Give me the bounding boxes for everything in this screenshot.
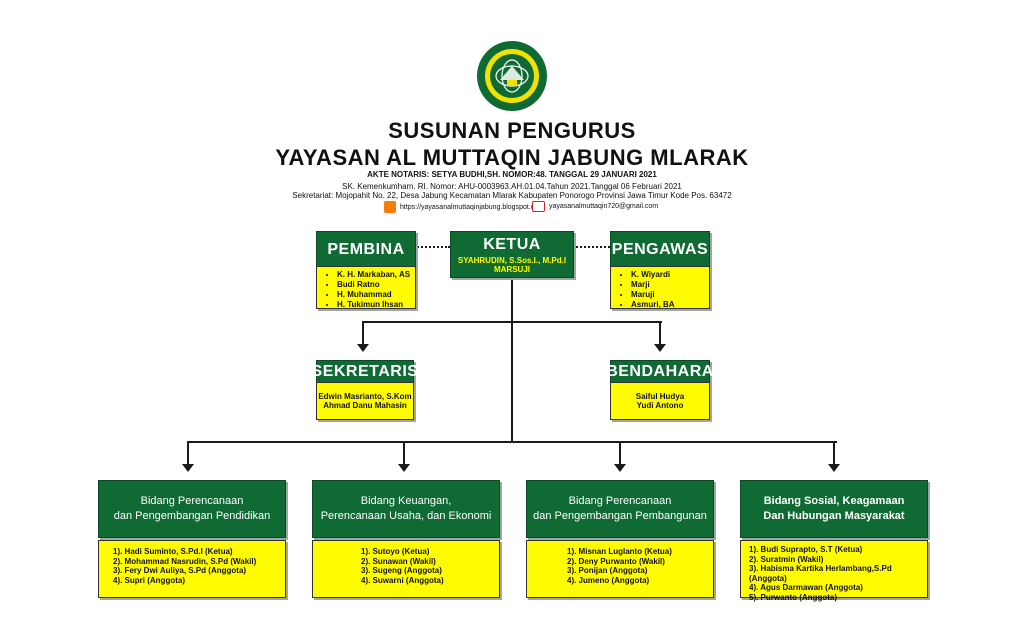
ketua-title: KETUA (483, 235, 541, 253)
pengawas-header: PENGAWAS (610, 231, 710, 268)
bidang-2-header: Bidang Keuangan, Perencanaan Usaha, dan … (312, 480, 500, 538)
bidang-2-title-2: Perencanaan Usaha, dan Ekonomi (320, 510, 492, 522)
list-item: Budi Ratno (337, 280, 415, 290)
list-item: Ahmad Danu Mahasin (323, 401, 407, 410)
arrow-bidang-3 (614, 464, 626, 472)
sekretaris-header: SEKRETARIS (312, 360, 418, 384)
bidang-1-members: 1). Hadi Suminto, S.Pd.I (Ketua) 2). Moh… (98, 540, 286, 598)
connector-to-bendahara (659, 321, 661, 345)
list-item: 3). Habisma Kartika Herlambang,S.Pd (Ang… (749, 564, 892, 583)
bendahara-members: Saiful Hudya Yudi Antono (610, 382, 710, 420)
sekretaris-members: Edwin Masrianto, S.Kom Ahmad Danu Mahasi… (316, 382, 414, 420)
connector-to-bidang-3 (619, 441, 621, 465)
connector-ketua-pengawas (572, 246, 610, 248)
list-item: Maruji (631, 290, 709, 300)
connector-to-bidang-1 (187, 441, 189, 465)
foundation-logo (477, 41, 547, 111)
list-item: Marji (631, 280, 709, 290)
list-item: 2). Suratmin (Wakil) (749, 554, 824, 564)
pembina-header: PEMBINA (316, 231, 416, 268)
sekretariat-address: Sekretariat: Mojopahit No. 22, Desa Jabu… (292, 191, 732, 200)
pengawas-members: K. Wiyardi Marji Maruji Asmuri, BA (610, 266, 710, 309)
arrow-bidang-2 (398, 464, 410, 472)
bidang-3-title-1: Bidang Perencanaan (568, 495, 672, 507)
list-item: K. Wiyardi (631, 270, 709, 280)
blog-url[interactable]: https://yayasanalmuttaqinjabung.blogspot… (400, 203, 544, 211)
pembina-title: PEMBINA (327, 240, 405, 258)
list-item: H. Muhammad (337, 290, 415, 300)
connector-to-bidang-2 (403, 441, 405, 465)
pengawas-title: PENGAWAS (611, 240, 709, 258)
ketua-name-2: MARSUJI (493, 264, 530, 274)
bidang-2-title-1: Bidang Keuangan, (360, 495, 452, 507)
email-contact: yayasanalmuttaqin720@gmail.com (532, 201, 658, 212)
pembina-members: K. H. Markaban, AS Budi Ratno H. Muhamma… (316, 266, 416, 309)
bendahara-header: BENDAHARA (606, 360, 713, 384)
list-item: Yudi Antono (636, 401, 684, 410)
list-item: 3). Fery Dwi Auliya, S.Pd (Anggota) (113, 566, 247, 575)
list-item: 1). Hadi Suminto, S.Pd.I (Ketua) (113, 547, 233, 556)
arrow-bendahara (654, 344, 666, 352)
blog-contact: https://yayasanalmuttaqinjabung.blogspot… (384, 201, 544, 213)
list-item: 2). Sunawan (Wakil) (361, 556, 436, 566)
list-item: 4). Jumeno (Anggota) (567, 575, 650, 585)
list-item: 2). Deny Purwanto (Wakil) (567, 556, 665, 566)
bidang-3-header: Bidang Perencanaan dan Pengembangan Pemb… (526, 480, 714, 538)
connector-main-vertical (511, 276, 513, 442)
ketua-name-1: SYAHRUDIN, S.Sos.I., M.Pd.I (457, 255, 567, 265)
connector-pembina-ketua (414, 246, 450, 248)
bidang-1-title-2: dan Pengembangan Pendidikan (113, 510, 271, 522)
bidang-4-title-1: Bidang Sosial, Keagamaan (763, 495, 905, 507)
connector-upper-horizontal (362, 321, 662, 323)
list-item: 5). Purwanto (Anggota) (749, 592, 837, 602)
arrow-bidang-4 (828, 464, 840, 472)
bidang-4-title-2: Dan Hubungan Masyarakat (763, 510, 905, 522)
list-item: 1). Misnan Luglanto (Ketua) (567, 547, 672, 556)
bidang-2-members: 1). Sutoyo (Ketua) 2). Sunawan (Wakil) 3… (312, 540, 500, 598)
bendahara-title: BENDAHARA (606, 363, 714, 380)
bidang-4-members: 1). Budi Suprapto, S.T (Ketua) 2). Surat… (740, 540, 928, 602)
arrow-bidang-1 (182, 464, 194, 472)
email-address[interactable]: yayasanalmuttaqin720@gmail.com (549, 203, 659, 210)
bidang-1-header: Bidang Perencanaan dan Pengembangan Pend… (98, 480, 286, 538)
bidang-3-members: 1). Misnan Luglanto (Ketua) 2). Deny Pur… (526, 540, 714, 598)
page-title: SUSUNAN PENGURUS (388, 118, 636, 143)
list-item: Edwin Masrianto, S.Kom (318, 392, 412, 401)
bidang-4-header: Bidang Sosial, Keagamaan Dan Hubungan Ma… (740, 480, 928, 538)
list-item: 4). Agus Darmawan (Anggota) (749, 583, 863, 592)
list-item: 3). Sugeng (Anggota) (361, 566, 442, 575)
list-item: 4). Suwarni (Anggota) (361, 575, 444, 585)
ketua-box: KETUA SYAHRUDIN, S.Sos.I., M.Pd.I MARSUJ… (450, 231, 574, 278)
bidang-3-title-2: dan Pengembangan Pembangunan (533, 510, 707, 522)
akte-notaris: AKTE NOTARIS: SETYA BUDHI,SH. NOMOR:48. … (367, 170, 657, 179)
arrow-sekretaris (357, 344, 369, 352)
list-item: 3). Ponijan (Anggota) (567, 566, 648, 575)
list-item: H. Tukimun Ihsan (337, 300, 415, 310)
list-item: Saiful Hudya (635, 392, 685, 401)
organization-title: YAYASAN AL MUTTAQIN JABUNG MLARAK (275, 145, 749, 170)
list-item: 1). Budi Suprapto, S.T (Ketua) (749, 545, 863, 554)
sk-kemenkumham: SK. Kemenkumham. RI. Nomor: AHU-0003963.… (342, 182, 682, 191)
sekretaris-title: SEKRETARIS (311, 363, 419, 380)
bidang-1-title-1: Bidang Perencanaan (140, 495, 244, 507)
connector-to-bidang-4 (833, 441, 835, 465)
blogger-icon (384, 201, 396, 213)
list-item: 4). Supri (Anggota) (113, 575, 185, 585)
list-item: K. H. Markaban, AS (337, 270, 415, 280)
list-item: 1). Sutoyo (Ketua) (361, 547, 430, 556)
list-item: 2). Mohammad Nasrudin, S.Pd (Wakil) (113, 556, 257, 566)
connector-lower-horizontal (187, 441, 837, 443)
list-item: Asmuri, BA (631, 300, 709, 310)
gmail-icon (532, 201, 545, 212)
connector-to-sekretaris (362, 321, 364, 345)
